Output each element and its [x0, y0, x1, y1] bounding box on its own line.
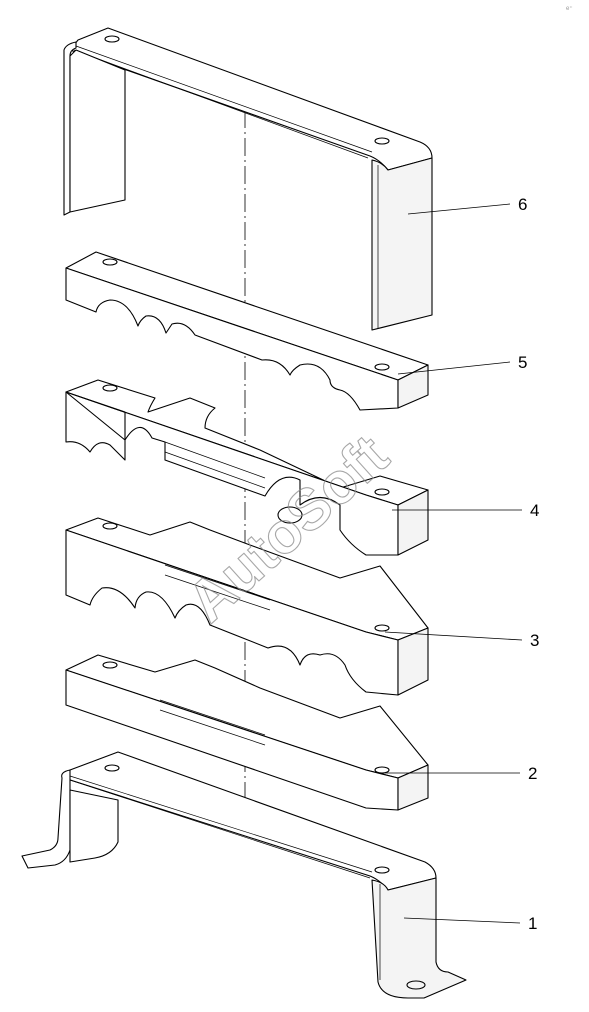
part-1-bottom-bracket — [21, 751, 467, 999]
callout-6: 6 — [518, 195, 527, 214]
part-6-top-bracket — [63, 27, 433, 331]
part-3-lower-middle-clamp — [65, 517, 429, 696]
corner-mark: e⁺ — [566, 5, 573, 12]
part-2-lower-clamp — [65, 654, 429, 811]
callout-4: 4 — [530, 501, 539, 520]
part-4-middle-clamp — [65, 379, 429, 556]
callout-3: 3 — [530, 631, 539, 650]
leader-line-5 — [397, 361, 511, 375]
callout-5: 5 — [518, 353, 527, 372]
leader-line-6 — [407, 203, 511, 215]
leader-line-1 — [403, 917, 521, 924]
leader-line-3 — [384, 631, 523, 641]
callout-2: 2 — [528, 764, 537, 783]
part-5-upper-clamp — [65, 251, 429, 411]
callout-1: 1 — [528, 914, 537, 933]
